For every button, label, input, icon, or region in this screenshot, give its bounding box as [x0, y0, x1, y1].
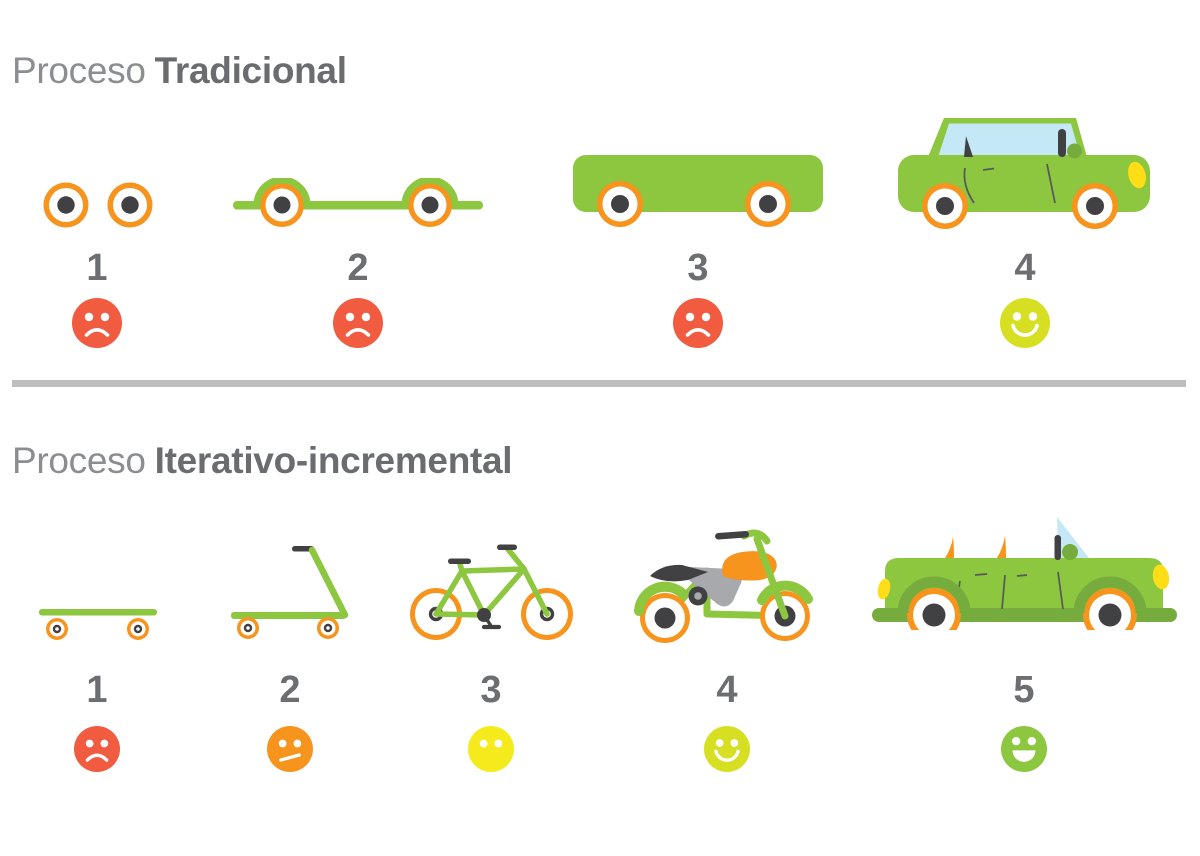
two-wheels-icon — [43, 182, 153, 228]
wheel-icon — [127, 618, 149, 640]
wheel-icon — [317, 617, 339, 639]
step-number: 3 — [687, 247, 709, 289]
stem — [308, 546, 349, 619]
title-word-light: Proceso — [12, 50, 146, 91]
bike-seat — [448, 558, 471, 564]
sad-face-icon — [333, 298, 383, 348]
door-handle-line — [982, 167, 995, 171]
happy-face-icon — [704, 726, 750, 772]
handlebar — [715, 531, 749, 540]
bike-frame — [433, 545, 550, 618]
window-pillar — [1058, 129, 1066, 157]
title-word-light: Proceso — [12, 440, 146, 481]
wheel-icon — [1072, 183, 1118, 229]
skeptical-face-icon — [267, 726, 313, 772]
step-number: 3 — [480, 669, 502, 711]
fender-arc — [634, 581, 688, 616]
wheel-icon — [46, 618, 68, 640]
wheel-icon — [745, 181, 791, 227]
complete-car-icon — [898, 118, 1150, 229]
title-word-bold: Tradicional — [154, 50, 347, 91]
car-body-icon — [573, 155, 823, 227]
fender-arc — [757, 580, 813, 605]
step-number: 2 — [347, 247, 369, 289]
step-number: 4 — [716, 669, 738, 711]
driver-head — [1067, 143, 1082, 159]
hair-flame — [997, 536, 1006, 558]
wheel-icon — [922, 183, 968, 229]
step-number: 5 — [1013, 669, 1035, 711]
headlight — [1152, 564, 1170, 590]
headlight — [1128, 161, 1146, 189]
step-number: 2 — [279, 669, 301, 711]
chassis-with-wheels-icon — [233, 178, 483, 227]
neutral-face-icon — [468, 726, 514, 772]
taillight — [877, 578, 891, 600]
door-line — [1046, 163, 1056, 204]
handlebar — [497, 544, 517, 550]
window-pillar — [964, 136, 973, 157]
title-word-bold: Iterativo-incremental — [154, 440, 513, 481]
handlebar — [292, 546, 314, 552]
step-number: 1 — [86, 247, 108, 289]
wheel-icon — [1083, 588, 1137, 630]
wheel-icon — [907, 588, 961, 630]
pedal-arm — [482, 614, 493, 627]
sad-face-icon — [72, 298, 122, 348]
delighted-face-icon — [1001, 726, 1047, 772]
fender-arc — [1073, 576, 1147, 614]
door-line — [963, 167, 975, 204]
window-pillar — [1054, 535, 1061, 560]
fender-arc — [253, 178, 311, 209]
wheel-icon — [597, 181, 643, 227]
convertible-car-icon — [872, 517, 1177, 630]
step-number: 4 — [1014, 247, 1036, 289]
skateboard-icon — [39, 609, 157, 640]
fender-arc — [897, 576, 971, 614]
wheel-icon — [408, 183, 452, 227]
sad-face-icon — [673, 298, 723, 348]
wheel-icon — [107, 182, 153, 228]
car-windshield — [938, 123, 1081, 157]
wheel-icon — [237, 617, 259, 639]
wheel-icon — [260, 183, 304, 227]
section-divider — [12, 380, 1186, 387]
happy-face-icon — [1000, 298, 1050, 348]
hair-flame — [945, 537, 954, 558]
wheel-icon — [43, 182, 89, 228]
wheel-icon — [640, 593, 690, 643]
fender-arc — [401, 178, 459, 209]
step-number: 1 — [86, 669, 108, 711]
scooter-icon — [231, 546, 349, 639]
deck — [231, 612, 346, 619]
bicycle-icon — [410, 544, 573, 640]
motorcycle-icon — [634, 529, 813, 643]
fork-stem — [753, 535, 789, 620]
sad-face-icon — [74, 726, 120, 772]
driver-head — [1062, 544, 1078, 560]
moto-seat — [650, 564, 708, 582]
